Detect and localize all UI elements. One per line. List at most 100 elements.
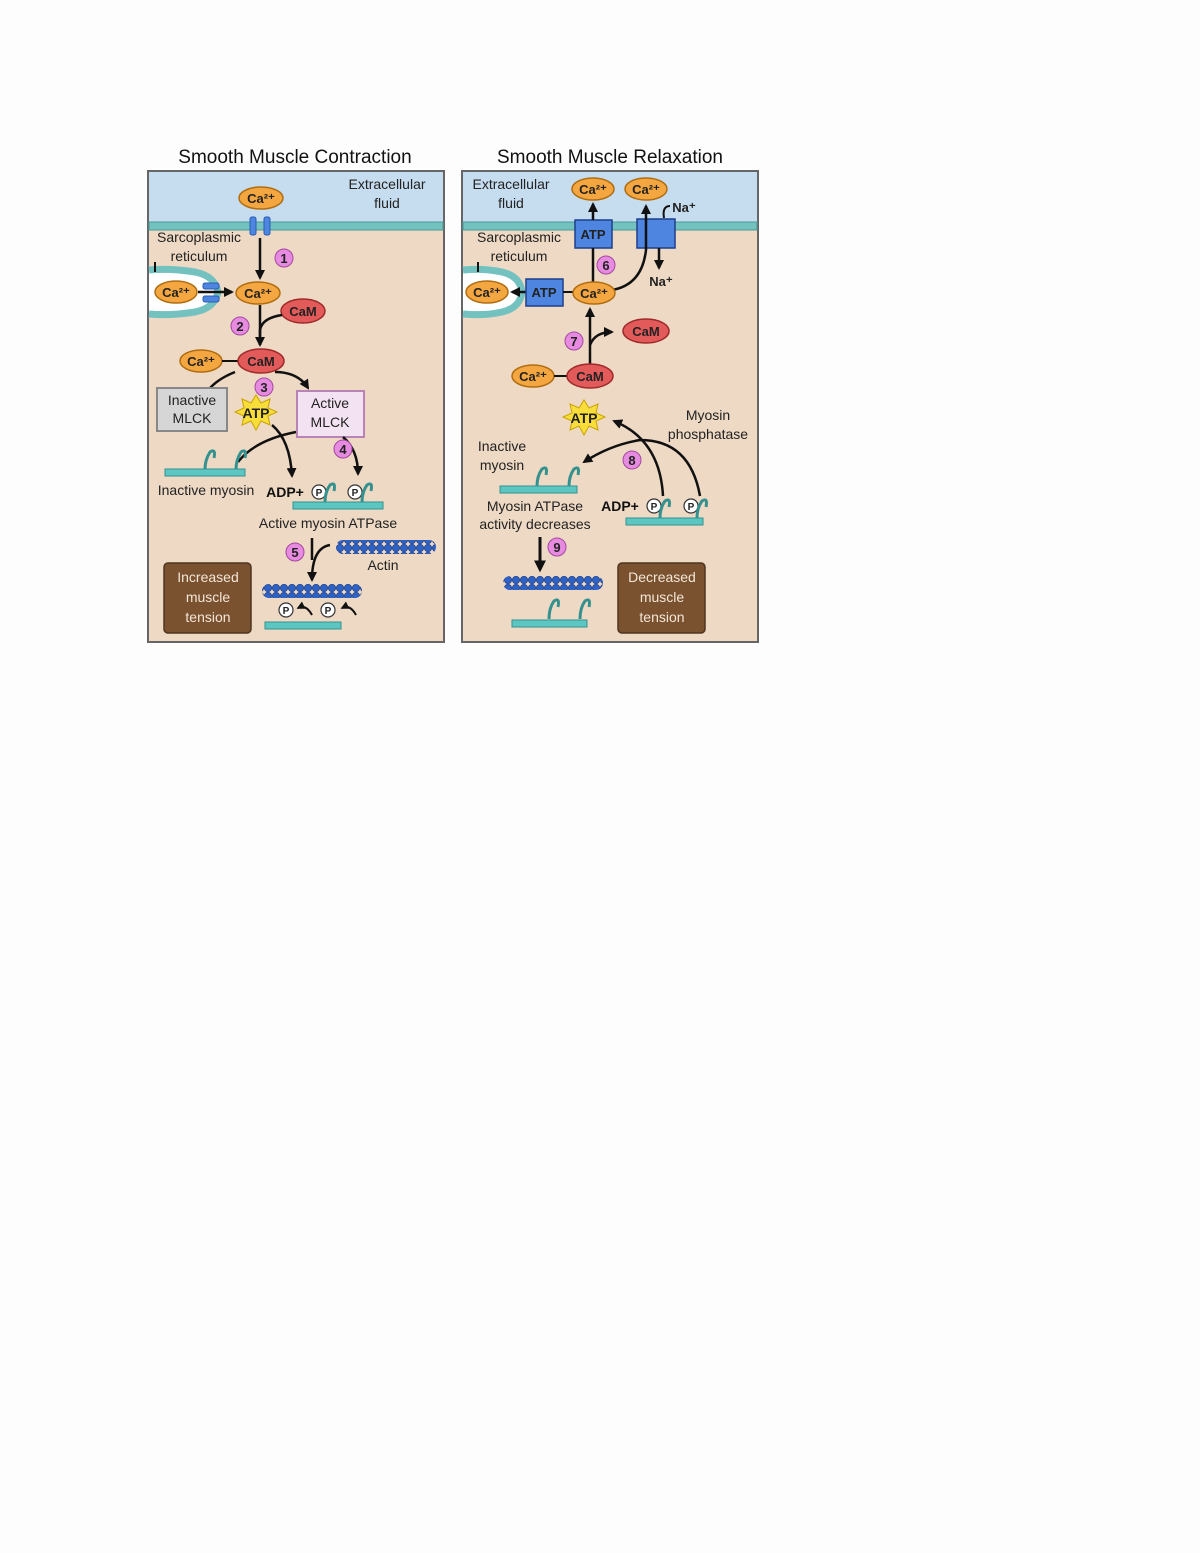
relaxation-title: Smooth Muscle Relaxation [497, 147, 723, 168]
calmodulin-label: CaM [289, 304, 316, 319]
decreased-tension-label-1: Decreased [628, 569, 696, 585]
sarcoplasmic-label-2: reticulum [171, 248, 228, 264]
calcium-ion-cytosol [235, 281, 281, 305]
step-badge-2 [230, 316, 250, 336]
step-4: 4 [339, 442, 347, 457]
phosphorylated-myosin [625, 517, 704, 526]
decreased-tension-label-2: muscle [640, 589, 685, 605]
myosin-phosphatase-label-1: Myosin [686, 407, 730, 423]
active-myosin [292, 501, 384, 510]
relaxation-panel: Smooth Muscle Relaxation Extracellular f… [461, 147, 759, 643]
contraction-title: Smooth Muscle Contraction [178, 147, 411, 168]
active-myosin-atpase-label: Active myosin ATPase [259, 515, 397, 531]
svg-text:ATP: ATP [571, 410, 598, 426]
actin-label: Actin [367, 557, 398, 573]
calcium-label: Ca²⁺ [247, 191, 275, 206]
atpase-decreases-label-1: Myosin ATPase [487, 498, 583, 514]
contraction-panel: Smooth Muscle Contraction Extracellular … [147, 147, 445, 643]
sodium-calcium-exchanger [636, 218, 676, 249]
atp-star [233, 394, 279, 432]
cell-membrane [148, 221, 444, 231]
svg-text:P: P [651, 502, 658, 513]
step-9: 9 [553, 540, 560, 555]
svg-text:P: P [688, 502, 695, 513]
extracellular-fluid [463, 172, 757, 222]
calcium-ion-sr [154, 280, 198, 304]
svg-text:CaM: CaM [576, 369, 603, 384]
inactive-myosin [164, 468, 246, 477]
svg-text:CaM: CaM [247, 354, 274, 369]
extracellular-label-1: Extracellular [472, 176, 549, 192]
calcium-ion [238, 186, 284, 210]
step-2: 2 [236, 319, 243, 334]
active-mlck-box [296, 390, 365, 438]
step-7: 7 [570, 334, 577, 349]
inactive-myosin-label: Inactive myosin [158, 482, 254, 498]
step-badge-8 [622, 450, 642, 470]
svg-text:CaM: CaM [632, 324, 659, 339]
actin-filament [503, 576, 603, 590]
step-badge-1 [274, 248, 294, 268]
svg-text:ATP: ATP [580, 227, 605, 242]
svg-text:P: P [352, 488, 359, 499]
svg-text:Ca²⁺: Ca²⁺ [580, 286, 608, 301]
increased-tension-box [163, 562, 252, 634]
atpase-decreases-label-2: activity decreases [479, 516, 590, 532]
actin-bound [262, 584, 362, 598]
svg-text:Ca²⁺: Ca²⁺ [244, 286, 272, 301]
decreased-tension-box [617, 562, 706, 634]
step-6: 6 [602, 258, 609, 273]
svg-text:P: P [316, 488, 323, 499]
active-mlck-label-2: MLCK [311, 414, 351, 430]
adp-label: ADP+ [266, 484, 304, 500]
atp-label: ATP [243, 405, 270, 421]
sarcoplasmic-label-2: reticulum [491, 248, 548, 264]
myosin-bound [264, 621, 342, 630]
calmodulin [622, 318, 670, 344]
inactive-myosin [499, 485, 578, 494]
actin-filament [336, 540, 436, 554]
myosin-phosphatase-label-2: phosphatase [668, 426, 748, 442]
svg-text:Ca²⁺: Ca²⁺ [632, 182, 660, 197]
inactive-myosin-label-1: Inactive [478, 438, 526, 454]
sarcoplasmic-label-1: Sarcoplasmic [157, 229, 241, 245]
increased-tension-label-3: tension [185, 609, 230, 625]
extracellular-label-2: fluid [498, 195, 524, 211]
svg-text:Ca²⁺: Ca²⁺ [162, 285, 190, 300]
svg-text:ATP: ATP [531, 285, 556, 300]
atp-star [561, 399, 607, 437]
step-1: 1 [280, 251, 287, 266]
step-badge-7 [564, 331, 584, 351]
step-5: 5 [291, 545, 298, 560]
svg-text:Ca²⁺: Ca²⁺ [473, 285, 501, 300]
step-badge-5 [285, 542, 305, 562]
step-badge-9 [547, 537, 567, 557]
step-badge-6 [596, 255, 616, 275]
extracellular-label-2: fluid [374, 195, 400, 211]
decreased-tension-label-3: tension [639, 609, 684, 625]
inactive-mlck-label-1: Inactive [168, 392, 216, 408]
dissociated-myosin [511, 619, 588, 628]
step-badge-4 [333, 439, 353, 459]
calmodulin [280, 298, 326, 324]
sodium-label: Na⁺ [672, 200, 696, 215]
step-badge-3 [254, 377, 274, 397]
active-mlck-label-1: Active [311, 395, 349, 411]
sarcoplasmic-label-1: Sarcoplasmic [477, 229, 561, 245]
step-8: 8 [628, 453, 635, 468]
svg-text:Ca²⁺: Ca²⁺ [187, 354, 215, 369]
adp-label: ADP+ [601, 498, 639, 514]
svg-text:P: P [283, 606, 290, 617]
step-3: 3 [260, 380, 267, 395]
increased-tension-label-2: muscle [186, 589, 231, 605]
extracellular-fluid [149, 172, 443, 222]
cytoplasm [461, 170, 759, 643]
inactive-myosin-label-2: myosin [480, 457, 524, 473]
inactive-mlck-label-2: MLCK [173, 410, 213, 426]
svg-text:P: P [325, 606, 332, 617]
svg-text:Na⁺: Na⁺ [649, 274, 673, 289]
inactive-mlck-box [156, 387, 228, 432]
increased-tension-label-1: Increased [177, 569, 238, 585]
extracellular-label-1: Extracellular [348, 176, 425, 192]
